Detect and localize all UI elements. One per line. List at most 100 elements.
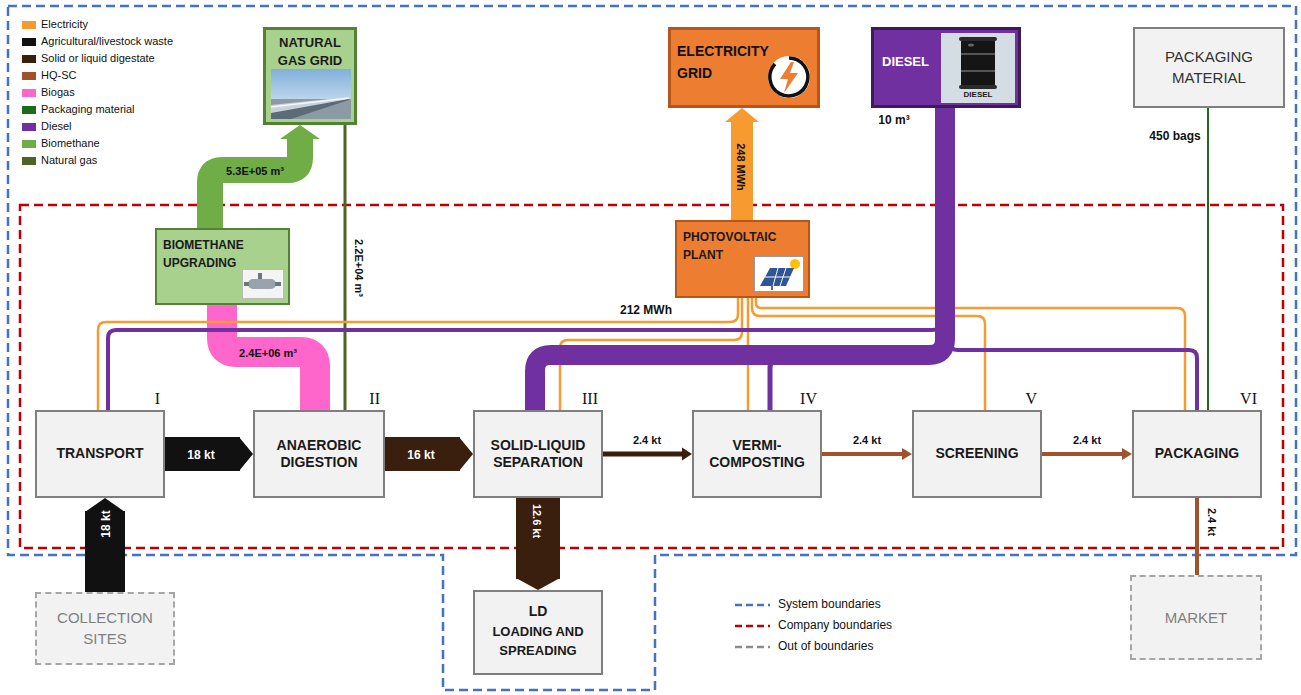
- legend-line-sample: [735, 646, 770, 649]
- hqsc-flow-line: [1197, 498, 1198, 575]
- label-slot: 248 MWh: [733, 143, 751, 191]
- quantity-label: 450 bags: [1149, 130, 1200, 144]
- hqsc-flow-line-path: [1042, 452, 1123, 456]
- text-slot: DIESEL: [941, 83, 1015, 101]
- text-slot: PACKAGING: [1134, 412, 1260, 496]
- legend-row: Packaging material: [22, 103, 135, 116]
- legend-text: Biogas: [41, 86, 75, 99]
- label-slot: 16 kt: [407, 445, 434, 463]
- legend-row: Company boundaries: [778, 618, 892, 632]
- node-title: MARKET: [1165, 609, 1228, 626]
- legend-text: Agricultural/livestock waste: [41, 35, 173, 48]
- natural-gas-line-path: [344, 125, 347, 410]
- text-slot: ELECTRICITY GRID: [677, 40, 775, 85]
- hqsc-flow-line-path: [822, 452, 903, 456]
- label-slot: 18 kt: [96, 510, 114, 537]
- text-slot: I: [155, 390, 160, 408]
- step-number: VI: [1240, 390, 1257, 407]
- hqsc-flow-line-path: [1195, 498, 1199, 575]
- packaging-material-line: [1208, 108, 1209, 410]
- legend-swatch: [22, 140, 36, 148]
- text-slot: LOADING AND SPREADING: [475, 622, 601, 660]
- label-slot: 212 MWh: [620, 300, 672, 318]
- quantity-label: 212 MWh: [620, 304, 672, 318]
- electricity-flow-arrow: [725, 108, 759, 220]
- text-slot: SOLID-LIQUID SEPARATION: [475, 412, 601, 496]
- legend-text: Solid or liquid digestate: [41, 52, 155, 65]
- legend-row: HQ-SC: [22, 69, 76, 82]
- legend-row: Biomethane: [22, 137, 100, 150]
- label-slot: 2.4 kt: [853, 430, 881, 448]
- biomethane-flow-band: [210, 125, 320, 228]
- diesel-band: [535, 108, 945, 410]
- legend-text: Out of boundaries: [778, 639, 873, 653]
- legend-text: System boundaries: [778, 597, 881, 611]
- legend-swatch: [22, 123, 36, 131]
- digestate-flow-arrow-path: [385, 437, 460, 471]
- arrow-head: [459, 437, 473, 471]
- digestate-flow-line: [603, 448, 692, 461]
- legend-text: Biomethane: [41, 137, 100, 150]
- legend-swatch: [22, 89, 36, 97]
- process-box: SCREENINGV: [912, 410, 1042, 498]
- node-title: COLLECTION SITES: [51, 608, 159, 649]
- packaging-material-line-path: [1207, 108, 1209, 410]
- diesel-band-path: [535, 108, 945, 410]
- electricity-grid-box: ELECTRICITY GRID: [668, 27, 820, 108]
- solar-panel-icon: [754, 256, 804, 292]
- process-box: SOLID-LIQUID SEPARATIONIII: [473, 410, 603, 498]
- flow-label: 16 kt: [407, 449, 434, 463]
- flow-label: 12.6 kt: [530, 504, 543, 538]
- digestate-flow-arrow-path: [516, 498, 560, 579]
- flow-label: 5.3E+05 m³: [226, 165, 284, 178]
- legend-text: Company boundaries: [778, 618, 892, 632]
- text-slot: LD: [475, 602, 601, 620]
- biomethane-flow-band-path: [210, 138, 300, 228]
- quantity-label: 10 m³: [878, 114, 909, 128]
- flow-label: 2.4E+06 m³: [239, 347, 297, 360]
- arrow-head: [682, 448, 692, 461]
- legend-swatch: [22, 55, 36, 63]
- node-title: LD: [529, 603, 548, 619]
- legend-line-sample: [735, 625, 770, 628]
- node-title: NATURAL GAS GRID: [278, 35, 342, 68]
- out-of-boundary-box: COLLECTION SITES: [35, 592, 175, 665]
- legend-swatch: [22, 38, 36, 46]
- legend-row: Biogas: [22, 86, 75, 99]
- diesel-line: [950, 108, 1197, 410]
- step-number: III: [582, 390, 598, 407]
- label-slot: 2.4 kt: [1204, 508, 1222, 536]
- legend-text: Packaging material: [41, 103, 135, 116]
- arrow-head: [1122, 448, 1132, 460]
- flow-label: 18 kt: [187, 449, 214, 463]
- text-slot: II: [369, 390, 380, 408]
- arrow-head: [516, 578, 560, 590]
- legend-row: Out of boundaries: [778, 639, 873, 653]
- flow-label: 2.4 kt: [1205, 508, 1218, 536]
- legend-swatch: [22, 106, 36, 114]
- flow-label: 248 MWh: [734, 143, 747, 191]
- waste-flow-arrow-path: [85, 511, 125, 592]
- step-number: II: [369, 390, 380, 407]
- legend-swatch: [22, 21, 36, 29]
- process-box: VERMI-COMPOSTINGIV: [692, 410, 822, 498]
- packaging-material-box: PACKAGING MATERIAL: [1133, 27, 1285, 108]
- text-slot: TRANSPORT: [37, 412, 163, 496]
- text-slot: VI: [1240, 390, 1257, 408]
- node-title: ELECTRICITY GRID: [677, 43, 769, 81]
- pipeline-photo: [271, 69, 351, 119]
- flow-label: 2.4 kt: [633, 434, 661, 447]
- flow-label: 2.4 kt: [853, 434, 881, 447]
- label-slot: 2.2E+04 m³: [351, 239, 369, 297]
- diesel-box: DIESELDIESEL: [871, 27, 1021, 108]
- process-box: TRANSPORTI: [35, 410, 165, 498]
- waste-flow-arrow: [85, 498, 125, 592]
- company-boundary: [20, 205, 1283, 548]
- legend-row: System boundaries: [778, 597, 881, 611]
- diesel-line-path: [950, 108, 1197, 410]
- legend-row: Diesel: [22, 120, 72, 133]
- label-slot: 2.4 kt: [1073, 430, 1101, 448]
- text-slot: SCREENING: [914, 412, 1040, 496]
- node-title: PACKAGING MATERIAL: [1143, 47, 1275, 88]
